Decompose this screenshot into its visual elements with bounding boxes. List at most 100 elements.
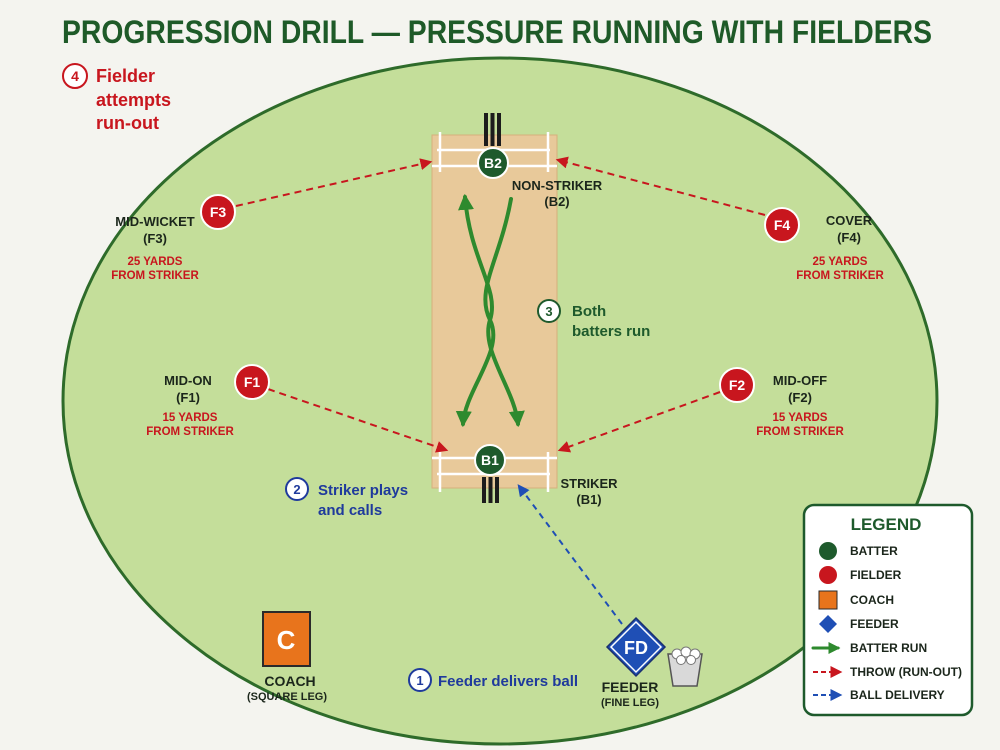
fielder-f2-marker — [719, 367, 755, 403]
legend-item-label: BALL DELIVERY — [850, 688, 945, 702]
batter-b2: B2 NON-STRIKER (B2) — [477, 147, 603, 209]
fielder-f2-code: (F2) — [788, 390, 812, 405]
legend-item-batter-run: BATTER RUN — [811, 641, 927, 655]
fielder-f4-position: COVER — [826, 213, 873, 228]
step-2-number: 2 — [293, 482, 300, 497]
batter-b2-role: NON-STRIKER — [512, 178, 603, 193]
legend-item-label: FIELDER — [850, 568, 902, 582]
legend-title: LEGEND — [851, 515, 922, 534]
step-4: 4 Fielder attempts run-out — [62, 63, 171, 133]
step-4-text-line-1: Fielder — [96, 66, 155, 86]
legend-box — [802, 503, 974, 717]
fielder-f3-code: (F3) — [143, 231, 167, 246]
coach-symbol: C — [277, 625, 296, 655]
orange-square-icon — [818, 590, 838, 610]
ball-delivery-arrow — [517, 484, 623, 625]
page-title: PROGRESSION DRILL — PRESSURE RUNNING WIT… — [62, 14, 932, 50]
ball-bucket-icon — [667, 646, 703, 687]
fielder-f4: F4 COVER (F4) 25 YARDS FROM STRIKER — [764, 207, 884, 282]
legend-item-fielder: FIELDER — [819, 566, 902, 584]
fielder-f4-distance: 25 YARDS — [813, 256, 868, 268]
legend: LEGEND BATTER FIELDER COACH FEEDER BATTE… — [802, 503, 974, 717]
step-1-text: Feeder delivers ball — [438, 673, 578, 690]
legend-item-label: THROW (RUN-OUT) — [850, 665, 962, 679]
coach: C COACH (SQUARE LEG) — [247, 611, 327, 703]
step-1-badge — [408, 668, 432, 692]
coach-position: (SQUARE LEG) — [247, 691, 327, 703]
step-3-badge — [537, 299, 561, 323]
coach-label: COACH — [264, 673, 315, 689]
step-3: 3 Both batters run — [537, 299, 650, 340]
fielder-f1-distance-ref: FROM STRIKER — [146, 426, 234, 438]
fielder-f1: F1 MID-ON (F1) 15 YARDS FROM STRIKER — [146, 364, 270, 438]
legend-item-label: BATTER RUN — [850, 641, 927, 655]
throw-arrows — [235, 156, 766, 453]
fielder-f3-distance: 25 YARDS — [128, 256, 183, 268]
legend-item-label: COACH — [850, 593, 894, 607]
fielder-f2-distance-ref: FROM STRIKER — [756, 426, 844, 438]
coach-marker — [262, 611, 311, 667]
green-circle-icon — [819, 542, 837, 560]
batter-b1-id: B1 — [481, 452, 499, 468]
step-2-text-line-1: Striker plays — [318, 482, 408, 499]
batter-b2-code: (B2) — [544, 194, 569, 209]
batter-b1-marker — [474, 444, 506, 476]
fielder-f2: F2 MID-OFF (F2) 15 YARDS FROM STRIKER — [719, 367, 844, 438]
bottom-stumps-icon — [482, 477, 499, 503]
step-3-text-line-1: Both — [572, 303, 606, 320]
step-2-badge — [285, 477, 309, 501]
legend-item-throw: THROW (RUN-OUT) — [813, 665, 962, 679]
fielder-f1-code: (F1) — [176, 390, 200, 405]
fielder-f3-distance-ref: FROM STRIKER — [111, 270, 199, 282]
batter-b1-code: (B1) — [576, 492, 601, 507]
step-4-badge — [62, 63, 88, 89]
feeder-symbol: FD — [624, 638, 648, 658]
throw-f3-to-non-striker-end — [235, 158, 433, 207]
fielder-f3: F3 MID-WICKET (F3) 25 YARDS FROM STRIKER — [111, 194, 236, 282]
fielder-f3-position: MID-WICKET — [115, 214, 194, 229]
feeder-position: (FINE LEG) — [601, 697, 659, 709]
feeder-label: FEEDER — [602, 679, 659, 695]
fielder-f1-id: F1 — [244, 374, 261, 390]
legend-item-label: BATTER — [850, 544, 898, 558]
feeder: FD FEEDER (FINE LEG) — [601, 616, 703, 709]
feeder-marker — [605, 616, 667, 678]
fielder-f3-id: F3 — [210, 204, 227, 220]
fielder-f1-marker — [234, 364, 270, 400]
fielder-f4-id: F4 — [774, 217, 791, 233]
fielder-f2-distance: 15 YARDS — [773, 412, 828, 424]
step-2-text-line-2: and calls — [318, 502, 382, 519]
legend-item-feeder: FEEDER — [819, 615, 899, 633]
fielder-f4-code: (F4) — [837, 230, 861, 245]
fielder-f2-position: MID-OFF — [773, 373, 827, 388]
top-stumps-icon — [484, 113, 501, 146]
feeder-marker-inner-outline — [609, 620, 663, 674]
batter-b1-role: STRIKER — [560, 476, 618, 491]
fielder-f1-position: MID-ON — [164, 373, 212, 388]
fielder-f2-id: F2 — [729, 377, 746, 393]
step-3-number: 3 — [545, 304, 552, 319]
throw-f2-to-striker-end — [557, 391, 721, 453]
legend-item-label: FEEDER — [850, 617, 899, 631]
step-4-number: 4 — [71, 68, 79, 84]
fielder-f3-marker — [200, 194, 236, 230]
blue-diamond-icon — [819, 615, 837, 633]
throw-f1-to-striker-end — [267, 388, 449, 453]
step-4-text-line-3: run-out — [96, 113, 159, 133]
batter-b2-marker — [477, 147, 509, 179]
fielder-f4-marker — [764, 207, 800, 243]
batter-b2-id: B2 — [484, 155, 502, 171]
step-3-text-line-2: batters run — [572, 323, 650, 340]
fielder-f4-distance-ref: FROM STRIKER — [796, 270, 884, 282]
legend-item-coach: COACH — [818, 590, 894, 610]
batter-run-up — [458, 193, 525, 428]
batter-run-arrows — [455, 193, 525, 428]
legend-item-ball-delivery: BALL DELIVERY — [813, 688, 945, 702]
batter-b1: B1 STRIKER (B1) — [474, 444, 618, 507]
step-1-number: 1 — [416, 673, 423, 688]
red-circle-icon — [819, 566, 837, 584]
legend-item-batter: BATTER — [819, 542, 898, 560]
step-1: 1 Feeder delivers ball — [408, 668, 578, 692]
fielder-f1-distance: 15 YARDS — [163, 412, 218, 424]
